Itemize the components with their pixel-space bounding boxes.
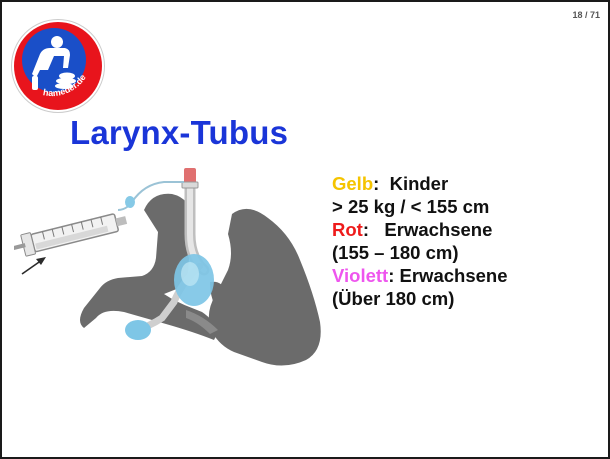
page-number: 18 / 71 (572, 10, 600, 20)
rot-label: Rot (332, 219, 363, 240)
rot-colon: : (363, 219, 369, 240)
rot-line: Rot: Erwachsene (332, 218, 604, 241)
gelb-colon: : (373, 173, 379, 194)
violett-label: Violett (332, 265, 388, 286)
violett-detail: (Über 180 cm) (332, 287, 604, 310)
gelb-line: Gelb: Kinder (332, 172, 604, 195)
larynx-tube-airway-illustration (14, 162, 334, 372)
gelb-label: Gelb (332, 173, 373, 194)
slide-title: Larynx-Tubus (70, 114, 288, 152)
hameder-logo: hameder.de (10, 18, 106, 114)
gelb-text: Kinder (390, 173, 449, 194)
tube-size-info: Gelb: Kinder > 25 kg / < 155 cm Rot: Erw… (332, 172, 604, 310)
violett-text: Erwachsene (400, 265, 508, 286)
violett-line: Violett: Erwachsene (332, 264, 604, 287)
gelb-detail: > 25 kg / < 155 cm (332, 195, 604, 218)
violett-colon: : (388, 265, 394, 286)
rot-detail: (155 – 180 cm) (332, 241, 604, 264)
rot-text: Erwachsene (384, 219, 492, 240)
